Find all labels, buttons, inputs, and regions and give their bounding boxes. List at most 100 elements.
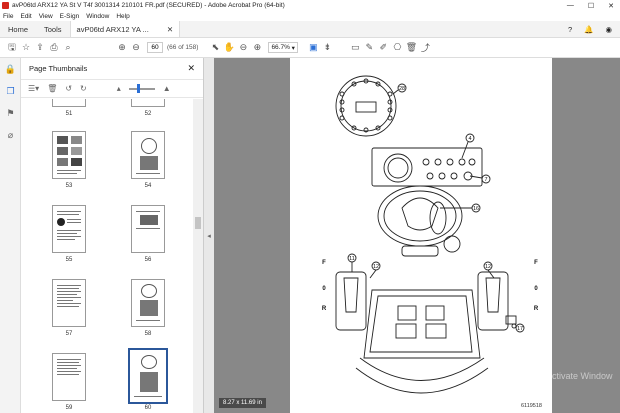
thumbnail-label: 51 <box>65 111 73 117</box>
comment-icon[interactable]: ▭ <box>351 42 360 52</box>
page-thumbnails-icon[interactable]: ❐ <box>6 85 15 96</box>
print-icon[interactable]: ⎙ <box>50 42 58 52</box>
options-menu-icon[interactable]: ☰▾ <box>28 84 40 93</box>
thumbnail-label: 54 <box>144 183 152 189</box>
zoom-value: 66.7% <box>271 44 290 51</box>
thumbnail-label: 59 <box>65 405 73 411</box>
previous-page-icon[interactable]: ⊕ <box>118 42 126 52</box>
zoom-in-icon[interactable]: ⊕ <box>253 42 262 52</box>
thumbnail-size-slider[interactable] <box>128 83 155 93</box>
highlight-pen-icon[interactable]: ✎ <box>365 42 374 52</box>
next-page-icon[interactable]: ⊖ <box>132 42 140 52</box>
close-icon[interactable]: ✕ <box>608 2 614 10</box>
delete-icon[interactable]: 🗑 <box>405 42 418 52</box>
panel-title: Page Thumbnails <box>29 64 88 73</box>
thumbnail-label: 52 <box>144 111 152 117</box>
document-view: 28 4 7 16 11 12 12 17 F 0 R F 0 R 611951… <box>214 58 620 413</box>
stamp-icon[interactable]: ⎔ <box>393 42 402 52</box>
label-0-left: 0 <box>322 286 326 292</box>
scroll-mode-icon[interactable]: ⇟ <box>323 42 332 52</box>
thumbnail-label: 57 <box>65 331 73 337</box>
figure-reference: 6119518 <box>520 403 542 409</box>
tab-close-icon[interactable]: ✕ <box>166 24 174 34</box>
thumbnail-page[interactable] <box>131 99 165 107</box>
window-title: avP06td ARX12 YA St V T4f 3001314 210101… <box>12 2 285 9</box>
upload-icon[interactable]: ⇪ <box>36 42 44 52</box>
thumbnail-page[interactable] <box>131 205 165 253</box>
thumbnail-page-selected[interactable] <box>128 348 168 404</box>
zoom-select[interactable]: 66.7% ▾ <box>268 42 299 53</box>
page-number-input[interactable] <box>147 42 163 53</box>
maximize-icon[interactable]: ☐ <box>587 2 595 10</box>
menu-file[interactable]: File <box>3 12 14 20</box>
page-count: (66 of 158) <box>167 44 199 51</box>
thumbnail-page[interactable] <box>52 99 86 107</box>
tab-tools[interactable]: Tools <box>44 24 62 34</box>
thumbnail-page[interactable] <box>52 353 86 401</box>
bookmarks-icon[interactable]: ⚑ <box>6 107 15 118</box>
search-icon[interactable]: ⌕ <box>65 42 71 52</box>
callout-11-left: 11 <box>349 256 355 262</box>
save-icon[interactable]: 🖫 <box>8 41 16 52</box>
thumbnail-label: 60 <box>144 405 152 411</box>
minimize-icon[interactable]: — <box>566 1 574 9</box>
menu-help[interactable]: Help <box>116 12 130 20</box>
thumbnail-page[interactable] <box>52 205 86 253</box>
rotate-ccw-icon[interactable]: ↺ <box>65 84 73 93</box>
fit-page-icon[interactable]: ▣ <box>309 42 318 52</box>
thumbnail-label: 56 <box>144 257 152 263</box>
thumbnail-scrollbar[interactable] <box>193 99 203 413</box>
callout-28: 28 <box>399 86 405 92</box>
thumbnail-label: 55 <box>65 257 73 263</box>
page-thumbnails-panel: Page Thumbnails ✕ ☰▾ 🗑 ↺ ↻ ▴ ▲ 51 52 53 <box>21 58 204 413</box>
title-bar: avP06td ARX12 YA St V T4f 3001314 210101… <box>0 0 620 11</box>
technical-illustration: 28 4 7 16 11 12 12 17 F 0 R F 0 R <box>322 75 539 394</box>
bookmark-star-icon[interactable]: ☆ <box>21 42 31 52</box>
attachments-icon[interactable]: ⌀ <box>7 129 14 140</box>
menu-view[interactable]: View <box>38 12 53 20</box>
panel-close-icon[interactable]: ✕ <box>187 63 195 73</box>
label-r-right: R <box>534 306 539 312</box>
thumbnail-label: 58 <box>144 331 152 337</box>
tab-bar: Home Tools avP06td ARX12 YA ... ✕ ? 🔔 ◉ <box>0 21 620 38</box>
menu-bar: File Edit View E-Sign Window Help <box>0 11 620 21</box>
draw-icon[interactable]: ✐ <box>379 42 388 52</box>
lock-icon[interactable]: 🔒 <box>4 63 17 74</box>
acrobat-app-icon <box>2 2 9 9</box>
share-icon[interactable]: ⤴ <box>420 43 430 53</box>
select-cursor-icon[interactable]: ⬉ <box>211 42 220 52</box>
callout-4: 4 <box>468 136 471 142</box>
menu-edit[interactable]: Edit <box>20 12 32 20</box>
help-icon[interactable]: ? <box>567 24 573 34</box>
delete-page-icon[interactable]: 🗑 <box>47 84 58 93</box>
thumbnail-page[interactable] <box>52 131 86 179</box>
document-page: 28 4 7 16 11 12 12 17 F 0 R F 0 R 611951… <box>290 58 552 413</box>
menu-window[interactable]: Window <box>86 12 110 20</box>
main-toolbar: 🖫 ☆ ⇪ ⎙ ⌕ ⊕ ⊖ (66 of 158) ⬉ ✋ ⊖ ⊕ 66.7% … <box>0 38 620 58</box>
shrink-thumbnails-icon[interactable]: ▴ <box>116 84 121 93</box>
zoom-out-icon[interactable]: ⊖ <box>239 42 248 52</box>
document-tab-label: avP06td ARX12 YA ... <box>76 24 149 34</box>
label-f-right: F <box>534 260 538 266</box>
account-icon[interactable]: ◉ <box>605 24 612 34</box>
panel-collapse-handle[interactable]: ◂ <box>204 58 214 413</box>
tab-home[interactable]: Home <box>8 24 29 34</box>
callout-12-left: 12 <box>373 264 379 270</box>
thumbnail-list: 51 52 53 54 55 <box>21 99 193 413</box>
thumbnail-page[interactable] <box>131 131 165 179</box>
menu-esign[interactable]: E-Sign <box>59 12 80 20</box>
tab-document[interactable]: avP06td ARX12 YA ... ✕ <box>69 21 181 37</box>
label-f-left: F <box>322 260 326 266</box>
callout-17: 17 <box>517 326 523 332</box>
enlarge-thumbnails-icon[interactable]: ▲ <box>162 84 171 93</box>
thumbnail-page[interactable] <box>52 279 86 327</box>
hand-tool-icon[interactable]: ✋ <box>223 42 236 52</box>
activate-windows-watermark: Activate Window <box>546 371 613 381</box>
page-size-badge: 8.27 x 11.69 in <box>219 398 266 408</box>
notifications-icon[interactable]: 🔔 <box>584 24 594 34</box>
label-0-right: 0 <box>534 286 538 292</box>
callout-7: 7 <box>484 177 487 183</box>
rotate-cw-icon[interactable]: ↻ <box>80 84 87 93</box>
left-navigation-rail: 🔒 ❐ ⚑ ⌀ <box>0 58 21 413</box>
thumbnail-page[interactable] <box>131 279 165 327</box>
